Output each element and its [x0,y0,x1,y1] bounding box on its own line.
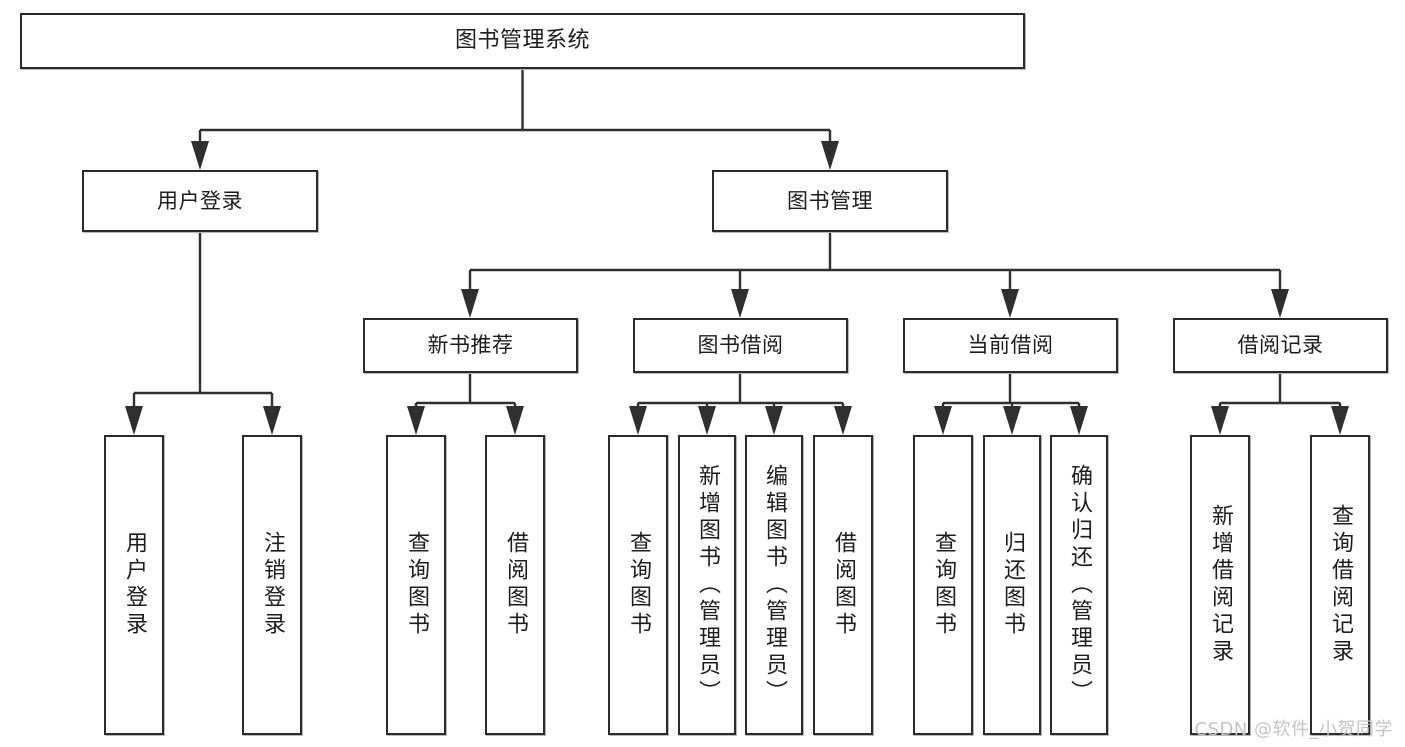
node-book-borrow-label: 图书借阅 [697,333,784,358]
leaf-record-query-label: 查询借阅记录 [1328,504,1353,666]
leaf-recommend-borrow-book[interactable]: 借阅图书 [485,435,545,735]
edge-root-level1 [191,69,839,170]
node-book-borrow[interactable]: 图书借阅 [633,318,848,373]
node-user-login-label: 用户登录 [157,188,243,213]
edge-bookborrow-leaves [629,373,852,435]
leaf-borrow-add-book-label: 新增图书（管理员） [695,463,720,707]
leaf-record-add-label: 新增借阅记录 [1208,504,1233,666]
leaf-borrow-borrow-book-label: 借阅图书 [831,531,856,639]
edge-bookmgmt-level2 [461,232,1289,318]
leaf-borrow-edit-book-label: 编辑图书（管理员） [762,463,787,707]
arrowhead-icon [834,406,852,435]
arrowhead-icon [191,141,209,170]
node-new-book-recommend[interactable]: 新书推荐 [363,318,578,373]
leaf-record-query[interactable]: 查询借阅记录 [1310,435,1370,735]
arrowhead-icon [765,406,783,435]
node-borrow-record[interactable]: 借阅记录 [1173,318,1388,373]
leaf-current-query-book-label: 查询图书 [931,531,956,639]
leaf-borrow-query-book-label: 查询图书 [626,531,651,639]
leaf-record-add[interactable]: 新增借阅记录 [1190,435,1250,735]
node-book-management[interactable]: 图书管理 [712,170,948,232]
arrowhead-icon [731,289,749,318]
arrowhead-icon [263,406,281,435]
node-current-borrow[interactable]: 当前借阅 [903,318,1118,373]
leaf-current-return-book[interactable]: 归还图书 [983,435,1041,735]
node-current-borrow-label: 当前借阅 [967,333,1054,358]
arrowhead-icon [1331,406,1349,435]
edge-userlogin-leaves [125,232,281,435]
leaf-current-confirm-return[interactable]: 确认归还（管理员） [1050,435,1108,735]
node-new-book-recommend-label: 新书推荐 [427,333,514,358]
edge-newbook-leaves [407,373,524,435]
arrowhead-icon [821,141,839,170]
leaf-borrow-edit-book[interactable]: 编辑图书（管理员） [745,435,803,735]
edge-borrowrecord-leaves [1211,373,1349,435]
leaf-recommend-query-book-label: 查询图书 [404,531,429,639]
arrowhead-icon [1001,289,1019,318]
leaf-current-confirm-return-label: 确认归还（管理员） [1067,463,1092,707]
arrowhead-icon [506,406,524,435]
arrowhead-icon [1271,289,1289,318]
leaf-recommend-query-book[interactable]: 查询图书 [386,435,446,735]
node-root-label: 图书管理系统 [454,28,590,54]
leaf-user-login[interactable]: 用户登录 [104,435,164,735]
leaf-current-query-book[interactable]: 查询图书 [913,435,973,735]
node-user-login[interactable]: 用户登录 [82,170,318,232]
arrowhead-icon [125,406,143,435]
watermark: CSDN @软件_小贺同学 [1194,719,1393,740]
arrowhead-icon [934,406,952,435]
arrowhead-icon [407,406,425,435]
arrowhead-icon [698,406,716,435]
arrowhead-icon [629,406,647,435]
leaf-user-login-label: 用户登录 [122,531,147,639]
node-borrow-record-label: 借阅记录 [1237,333,1324,358]
arrowhead-icon [1211,406,1229,435]
arrowhead-icon [461,289,479,318]
edge-currentborrow-leaves [934,373,1088,435]
leaf-current-return-book-label: 归还图书 [1000,531,1025,639]
leaf-borrow-query-book[interactable]: 查询图书 [608,435,668,735]
arrowhead-icon [1070,406,1088,435]
arrowhead-icon [1003,406,1021,435]
leaf-recommend-borrow-book-label: 借阅图书 [503,531,528,639]
node-root[interactable]: 图书管理系统 [20,13,1025,69]
node-book-management-label: 图书管理 [787,188,873,213]
leaf-user-logout-label: 注销登录 [260,531,285,639]
leaf-borrow-add-book[interactable]: 新增图书（管理员） [678,435,736,735]
leaf-user-logout[interactable]: 注销登录 [242,435,302,735]
leaf-borrow-borrow-book[interactable]: 借阅图书 [813,435,873,735]
